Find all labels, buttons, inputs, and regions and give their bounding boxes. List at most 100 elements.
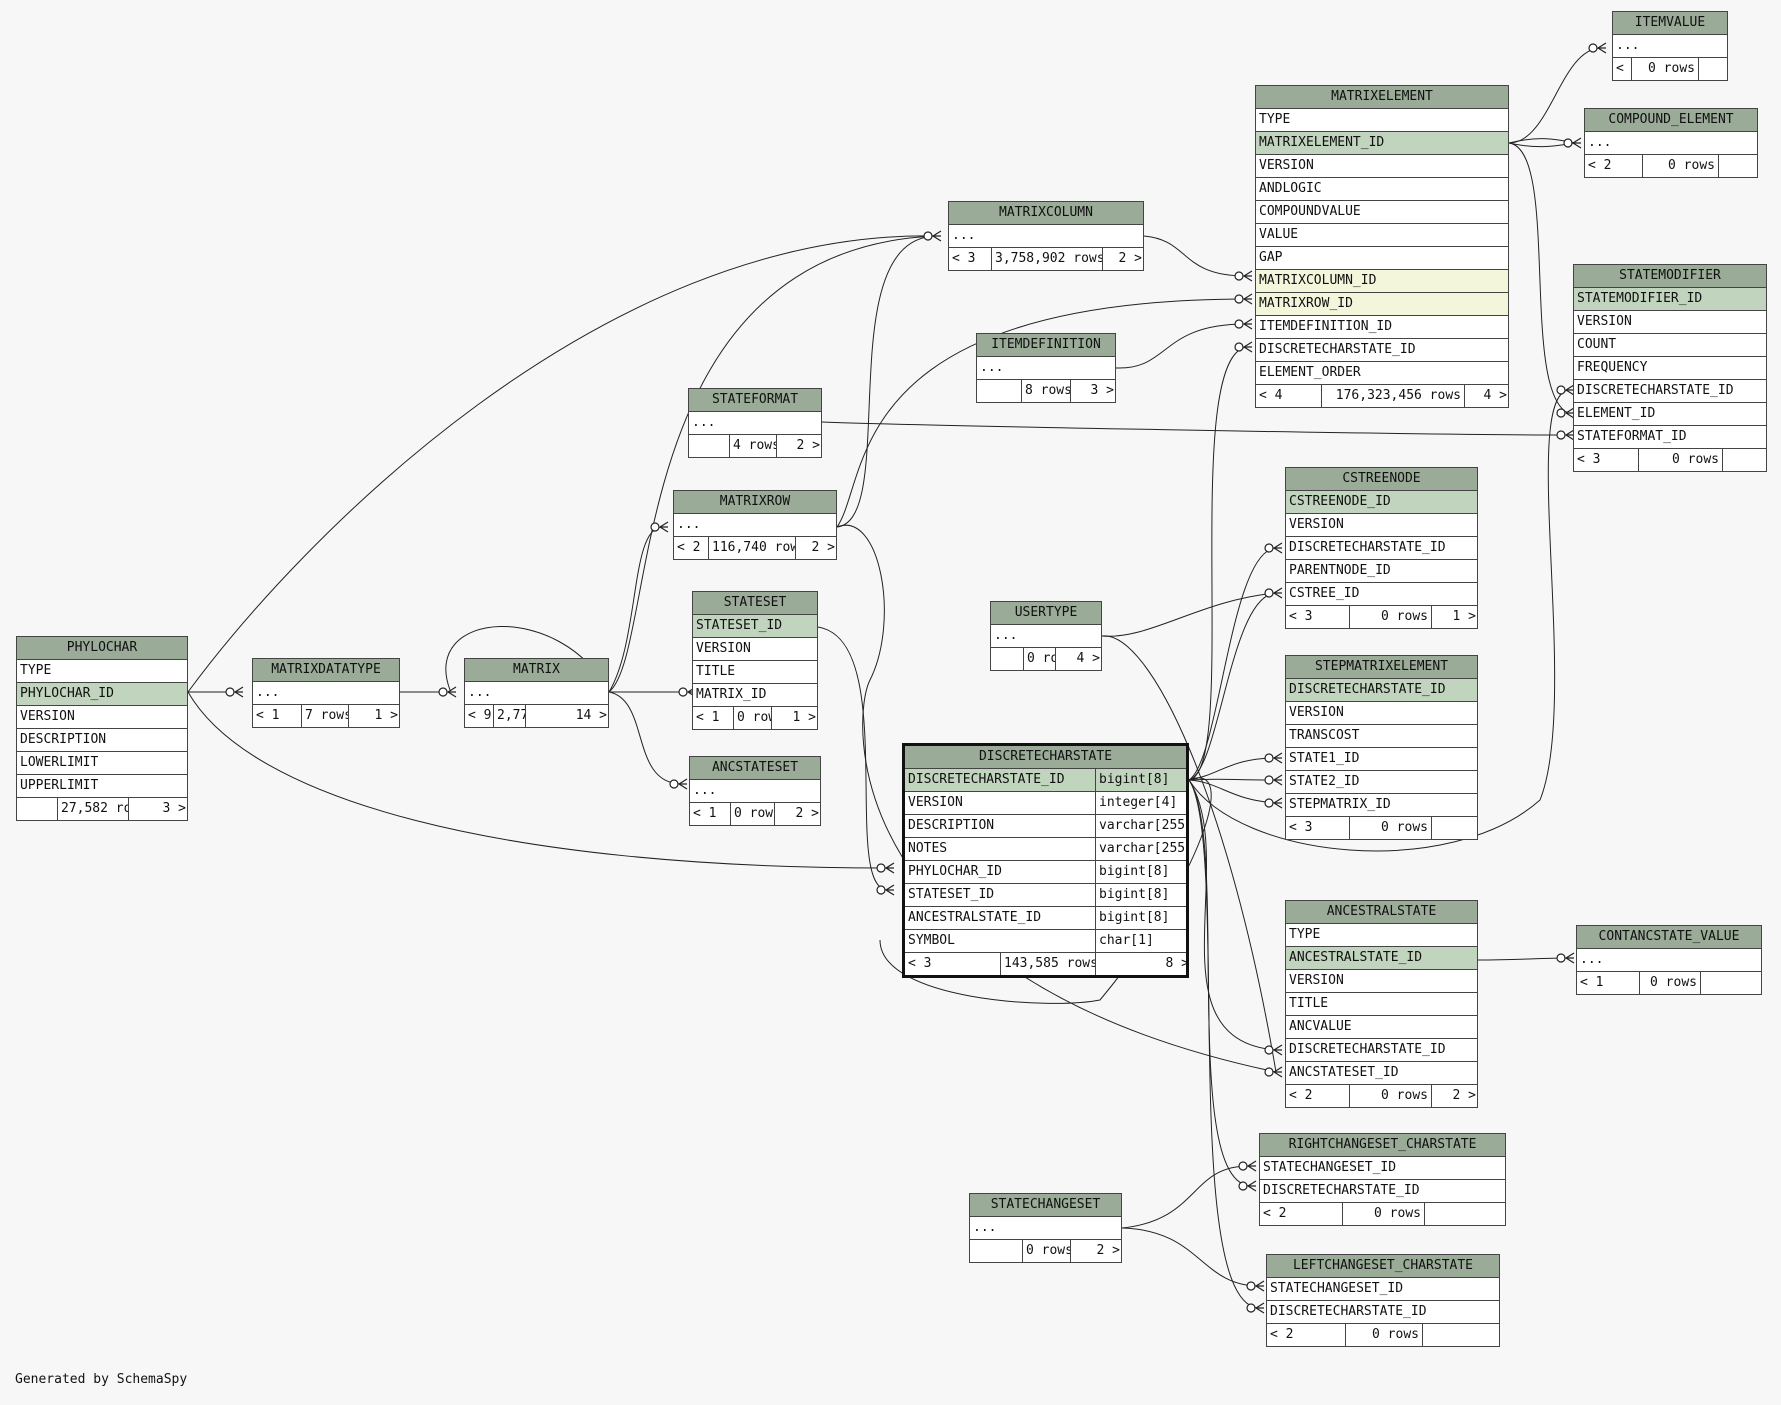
footer-parents[interactable]: < 3 (952, 251, 976, 266)
footer-children[interactable]: 2 > (796, 438, 820, 453)
footer-children[interactable]: 2 > (1118, 251, 1142, 266)
footer-children[interactable]: 2 > (811, 540, 835, 555)
footer-children[interactable] (1719, 155, 1759, 177)
footer-children[interactable]: 2 > (795, 806, 819, 821)
optional-marker (876, 885, 886, 895)
many-marker (1273, 797, 1283, 809)
footer-parents[interactable]: < 3 (1289, 820, 1313, 835)
footer-parents[interactable]: < 2 (1588, 158, 1612, 173)
relationship-line (1188, 779, 1259, 1309)
column-name: STATESET_ID (908, 887, 995, 902)
footer-children[interactable]: 1 > (374, 708, 398, 723)
column-row: VERSION (693, 638, 817, 661)
optional-marker (1234, 294, 1244, 304)
footer-children[interactable] (1425, 1203, 1507, 1225)
footer-parents[interactable]: < 9 (468, 708, 492, 723)
footer-parents[interactable]: < 1 (256, 708, 280, 723)
footer-children[interactable] (1723, 449, 1768, 471)
footer-children[interactable] (1423, 1324, 1501, 1346)
table-footer: < 10 rows (1613, 58, 1727, 80)
footer-parents[interactable]: < 2 (1270, 1327, 1294, 1342)
footer-parents[interactable]: < 2 (1289, 1088, 1313, 1103)
footer-parents[interactable]: < 1 (696, 710, 720, 725)
table-title: ANCSTATESET (690, 757, 820, 780)
column-row: MATRIXELEMENT_ID (1256, 132, 1508, 155)
footer-children[interactable]: 3 > (162, 801, 186, 816)
footer-children[interactable] (1699, 58, 1729, 80)
footer-children[interactable]: 1 > (1452, 609, 1476, 624)
footer-row-count: 0 rows (1349, 1085, 1432, 1107)
footer-children[interactable] (1701, 972, 1763, 994)
column-row: MATRIX_ID (693, 684, 817, 707)
table-matrix[interactable]: MATRIX...< 92,771 rows14 > (464, 658, 609, 728)
column-row: STEPMATRIX_ID (1286, 794, 1477, 817)
many-marker (234, 686, 244, 698)
footer-children[interactable]: 4 > (1076, 651, 1100, 666)
footer-parents[interactable] (17, 798, 57, 820)
footer-parents[interactable]: < 3 (908, 956, 932, 971)
footer-children[interactable]: 8 > (1165, 956, 1189, 971)
footer-children[interactable] (1432, 817, 1479, 839)
table-title: PHYLOCHAR (17, 637, 187, 660)
footer-row-count: 27,582 rows (57, 798, 129, 820)
footer-children[interactable]: 1 > (792, 710, 816, 725)
footer-parents[interactable]: < 3 (1289, 609, 1313, 624)
column-row: ... (674, 514, 836, 537)
relationship-line (608, 691, 682, 785)
footer-parents[interactable]: < 1 (693, 806, 717, 821)
many-marker (1273, 752, 1283, 764)
column-row: STATESET_ID (693, 615, 817, 638)
footer-parents[interactable]: < 4 (1259, 388, 1283, 403)
many-marker (1243, 318, 1253, 330)
column-row: DISCRETECHARSTATE_ID (1260, 1180, 1505, 1203)
footer-parents[interactable]: < 2 (677, 540, 701, 555)
relationship-line (836, 235, 936, 528)
footer-children[interactable]: 4 > (1483, 388, 1507, 403)
footer-children[interactable]: 2 > (1096, 1243, 1120, 1258)
footer-parents[interactable]: < 3 (1577, 452, 1601, 467)
many-marker (1572, 137, 1582, 149)
footer-children[interactable]: 3 > (1090, 383, 1114, 398)
footer-children[interactable]: 14 > (575, 708, 607, 723)
footer-parents[interactable]: < 1 (1580, 975, 1604, 990)
footer-parents[interactable] (991, 648, 1023, 670)
optional-marker (678, 687, 688, 697)
footer-parents[interactable] (977, 380, 1021, 402)
footer-parents[interactable] (970, 1240, 1022, 1262)
footer-parents[interactable]: < 2 (1263, 1206, 1287, 1221)
footer-children[interactable]: 2 > (1452, 1088, 1476, 1103)
footer-row-count: 4 rows (729, 435, 777, 457)
table-itemvalue[interactable]: ITEMVALUE...< 10 rows (1612, 11, 1728, 81)
table-title: MATRIXROW (674, 491, 836, 514)
footer-parents[interactable]: < 1 (1616, 61, 1631, 76)
many-marker (678, 778, 688, 790)
footer-parents[interactable] (689, 435, 729, 457)
column-row: TYPE (17, 660, 187, 683)
